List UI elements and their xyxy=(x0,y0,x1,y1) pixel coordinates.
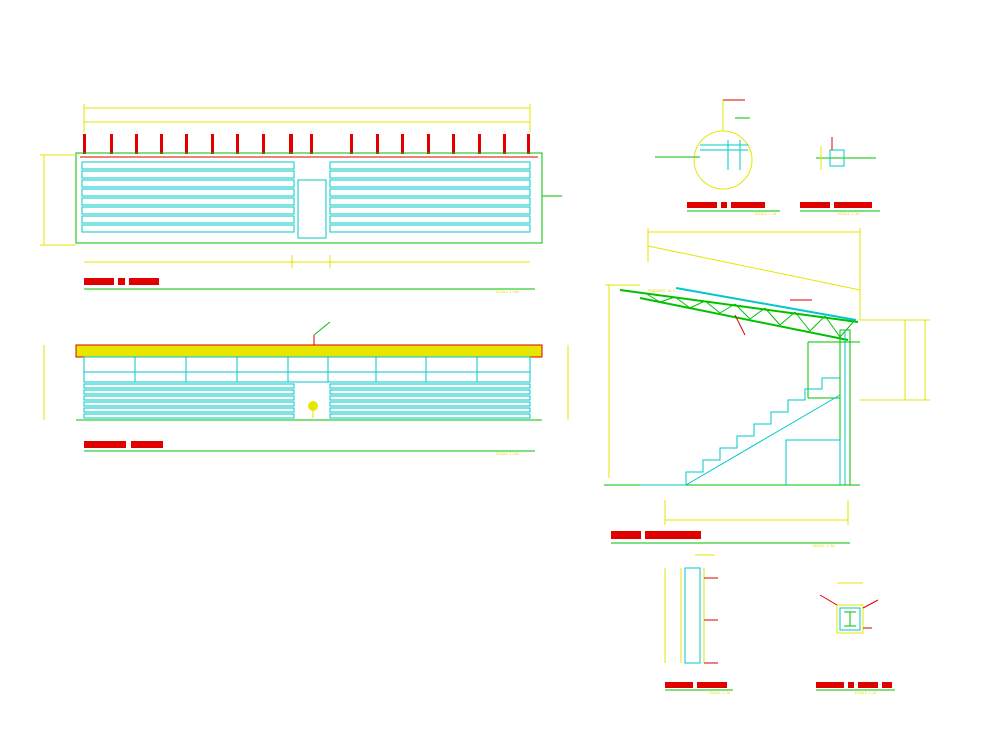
detail-column-scale-label: ESCALA 1:10 xyxy=(709,691,730,695)
section-view: PENDIENTE 10 % ESCALA 1:50 xyxy=(604,228,930,548)
detail-beam-scale-label: ESCALA 1:10 xyxy=(855,691,876,695)
elevation-view: ESCALA 1:100 xyxy=(43,321,569,456)
elevation-roof xyxy=(75,344,543,358)
plan-seat-rows xyxy=(81,161,531,239)
section-bleacher-steps xyxy=(685,377,841,486)
elevation-seat-rows xyxy=(83,383,531,419)
detail-small: ESCALA 1:10 xyxy=(800,137,880,216)
detail-column: ESCALA 1:10 xyxy=(664,554,733,695)
plan-column-markers xyxy=(83,134,530,154)
detail-circle-scale-label: ESCALA 1:10 xyxy=(755,212,776,216)
plan-view: ESCALA 1:100 xyxy=(40,104,562,294)
plan-scale-label: ESCALA 1:100 xyxy=(496,290,519,294)
detail-circle: ESCALA 1:10 xyxy=(655,99,780,216)
elevation-door-marker xyxy=(308,401,318,411)
detail-small-scale-label: ESCALA 1:10 xyxy=(838,212,859,216)
elevation-scale-label: ESCALA 1:100 xyxy=(496,452,519,456)
plan-title-bar xyxy=(84,278,114,285)
elevation-frame xyxy=(83,356,531,383)
elevation-title-bar xyxy=(84,441,126,448)
section-roof-truss xyxy=(619,287,859,341)
detail-beam: ESCALA 1:10 xyxy=(816,582,895,695)
section-title-bar xyxy=(611,531,641,539)
section-slope-label: PENDIENTE 10 % xyxy=(648,289,675,293)
section-scale-label: ESCALA 1:50 xyxy=(813,544,834,548)
